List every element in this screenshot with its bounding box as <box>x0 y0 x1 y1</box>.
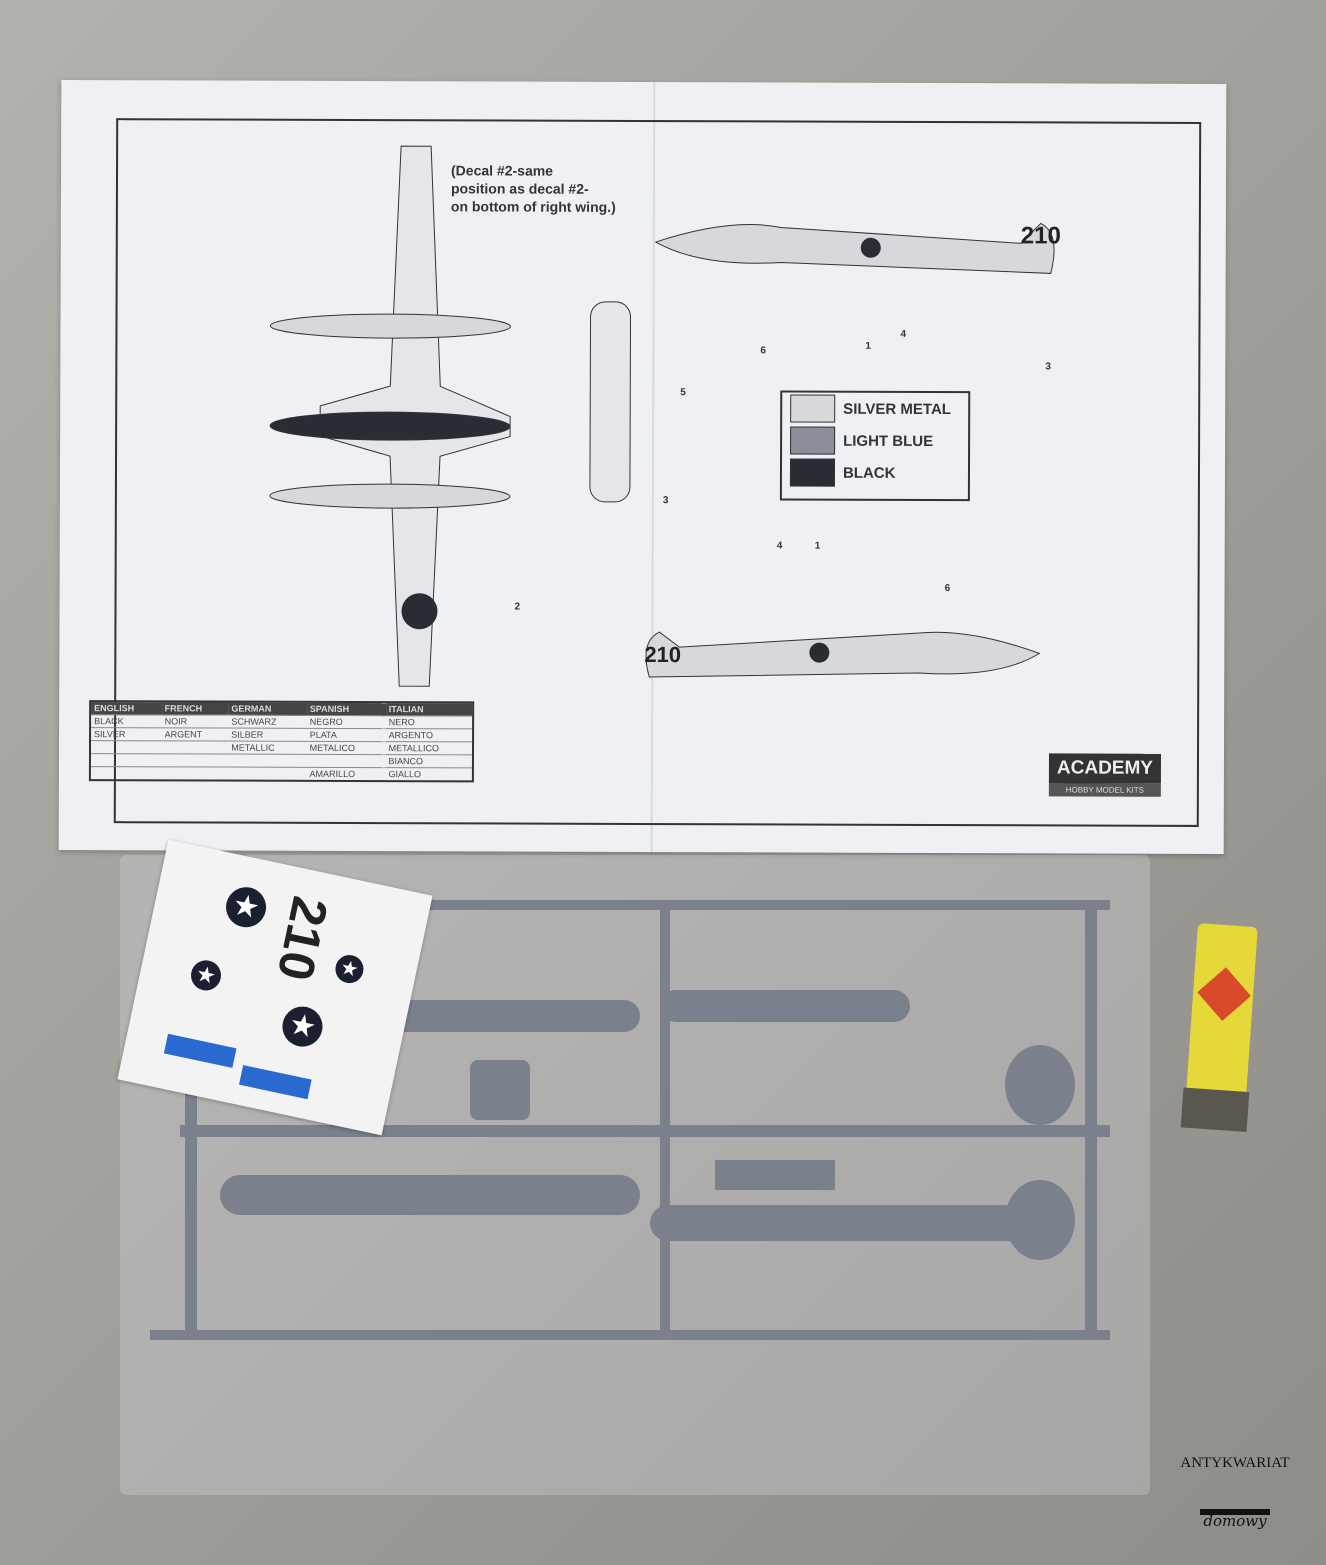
td <box>306 754 386 768</box>
callout-6: 6 <box>760 345 766 357</box>
svg-text:210: 210 <box>1021 222 1061 249</box>
td: METALLIC <box>228 741 307 755</box>
logo-sub: HOBBY MODEL KITS <box>1048 783 1161 797</box>
td: BIANCO <box>385 754 472 768</box>
logo-name: ACADEMY <box>1048 753 1162 784</box>
td: SILVER <box>91 727 162 741</box>
legend-label: LIGHT BLUE <box>843 432 934 450</box>
instruction-sheet: 210 210 2 5 6 1 4 3 3 4 1 6 (Decal #2-sa… <box>58 79 1227 855</box>
decal-note: (Decal #2-same position as decal #2- on … <box>450 162 616 215</box>
table-row: BIANCO <box>90 753 472 768</box>
tube-cap <box>1180 1087 1250 1133</box>
td <box>161 766 229 780</box>
legend-silver: SILVER METAL <box>790 393 968 426</box>
watermark: ANTYKWARIAT domowy <box>1160 1455 1310 1530</box>
sprue-part <box>150 1330 1110 1340</box>
sprue-part <box>470 1060 530 1120</box>
star-insignia: ★ <box>188 957 224 994</box>
td: NOIR <box>161 714 229 729</box>
swatch <box>790 426 836 455</box>
legend-black: BLACK <box>789 457 968 490</box>
legend-label: SILVER METAL <box>843 400 952 418</box>
aircraft-side-view-right: 210 <box>644 631 1041 678</box>
blue-stripe <box>163 1033 237 1068</box>
star-insignia: ★ <box>278 1002 327 1051</box>
td: SCHWARZ <box>228 715 307 729</box>
td: METALLICO <box>385 741 473 755</box>
td <box>161 740 229 755</box>
star-insignia: ★ <box>332 952 367 986</box>
decal-number: 210 <box>266 892 339 986</box>
svg-text:210: 210 <box>644 642 681 667</box>
watermark-top: ANTYKWARIAT <box>1180 1455 1290 1471</box>
sprue-part <box>180 1125 1110 1137</box>
th: ENGLISH <box>91 702 162 715</box>
sprue-part <box>180 900 1110 910</box>
td: SILBER <box>228 728 307 742</box>
callout-3: 3 <box>1045 361 1051 373</box>
td: PLATA <box>306 728 386 742</box>
callout-4: 4 <box>900 328 907 340</box>
sprue-part <box>1085 900 1097 1340</box>
swatch <box>789 458 836 487</box>
td <box>228 767 307 780</box>
td: NERO <box>385 715 473 729</box>
th: ITALIAN <box>385 703 473 716</box>
td: METALICO <box>306 741 386 755</box>
academy-logo: ACADEMY HOBBY MODEL KITS <box>1048 753 1162 797</box>
th: GERMAN <box>228 702 307 716</box>
td <box>90 740 162 754</box>
color-legend: SILVER METAL LIGHT BLUE BLACK <box>779 390 971 502</box>
chandelier-icon <box>1200 1475 1270 1515</box>
swatch <box>790 394 836 423</box>
sprue-part <box>220 1175 640 1215</box>
blue-stripe <box>239 1065 312 1100</box>
sprue-part <box>715 1160 835 1190</box>
td <box>161 753 229 768</box>
td: ARGENT <box>161 727 229 742</box>
aircraft-bottom-view <box>269 145 632 687</box>
callout-4b: 4 <box>776 540 783 552</box>
callout-2: 2 <box>514 601 521 613</box>
sprue-part <box>1005 1045 1075 1125</box>
tube-label <box>1197 967 1251 1021</box>
sprue-part <box>1005 1180 1075 1260</box>
th: FRENCH <box>161 702 229 716</box>
glue-tube <box>1180 923 1258 1133</box>
legend-light-blue: LIGHT BLUE <box>790 425 968 458</box>
watermark-bottom: domowy <box>1203 1512 1267 1530</box>
star-insignia: ★ <box>222 883 270 931</box>
callout-3b: 3 <box>662 495 669 507</box>
callout-5: 5 <box>680 387 686 399</box>
sprue-part <box>380 1000 640 1032</box>
td: ARGENTO <box>385 728 473 742</box>
td <box>90 753 162 767</box>
callout-1: 1 <box>865 340 872 352</box>
td: NEGRO <box>306 715 386 729</box>
th: SPANISH <box>306 702 386 716</box>
callout-6b: 6 <box>944 583 951 595</box>
sprue-part <box>650 1205 1070 1241</box>
aircraft-side-view-left: 210 <box>654 222 1061 274</box>
td: GIALLO <box>385 767 472 781</box>
td: AMARILLO <box>306 767 386 781</box>
callout-1b: 1 <box>814 540 821 552</box>
td <box>228 754 307 768</box>
legend-label: BLACK <box>842 464 896 482</box>
td: BLACK <box>91 714 162 728</box>
sprue-part <box>660 990 910 1022</box>
sprue-part <box>660 900 670 1340</box>
td <box>90 766 162 780</box>
